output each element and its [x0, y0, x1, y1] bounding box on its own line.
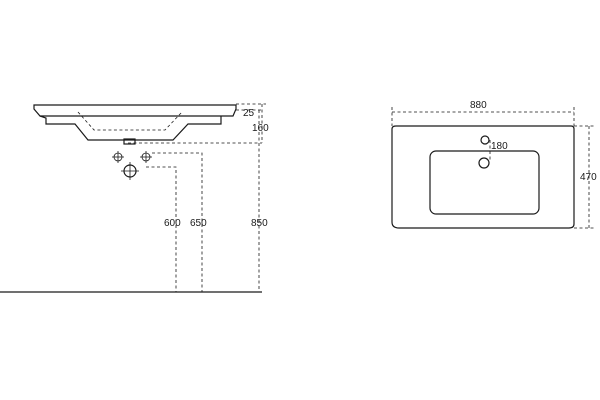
dim-length-label: 470: [580, 172, 597, 183]
dim-depth-label: 160: [252, 123, 269, 134]
basin-outline: [391, 125, 575, 229]
dim-guide-650: [152, 152, 203, 292]
dim-rim-label: 25: [243, 108, 255, 119]
water-inlet-right: [140, 151, 152, 163]
top-view: 880 180 470: [391, 100, 597, 229]
basin-bowl: [39, 115, 222, 141]
tap-hole: [480, 135, 490, 145]
dim-width-label: 880: [470, 100, 487, 111]
waste-outlet: [123, 138, 136, 145]
dim-inlet-2-label: 650: [190, 218, 207, 229]
basin-bowl-top: [429, 150, 540, 215]
dim-guide-600: [146, 166, 177, 292]
side-view: 25 160 600 650 850: [0, 103, 269, 293]
drain-outlet: [121, 162, 139, 180]
water-inlet-left: [112, 151, 124, 163]
basin-rim: [33, 104, 237, 117]
drain-hole: [478, 157, 490, 169]
basin-bowl-hidden: [77, 111, 183, 131]
dim-tap-label: 180: [491, 141, 508, 152]
dim-height-label: 850: [251, 218, 268, 229]
dim-inlet-1-label: 600: [164, 218, 181, 229]
